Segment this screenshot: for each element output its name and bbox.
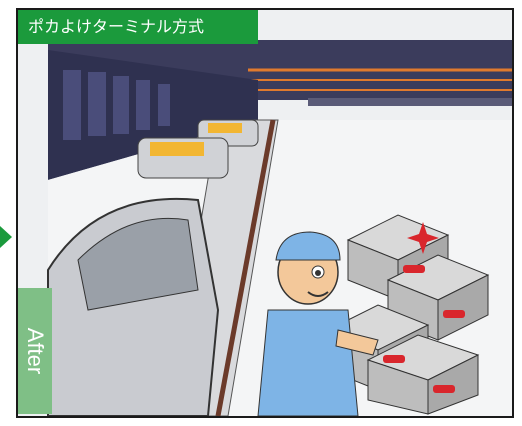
conveyor-rail <box>215 119 276 416</box>
worker-cap <box>275 231 341 261</box>
parts-box <box>366 334 480 415</box>
worker-hand <box>335 329 379 356</box>
worker-uniform <box>257 309 359 416</box>
panel-title: ポカよけターミナル方式 <box>18 10 258 44</box>
car-body-near <box>47 197 220 416</box>
factory-scene-illustration <box>18 10 512 416</box>
indicator-lamps <box>383 265 465 393</box>
after-tab-label: After <box>23 327 48 375</box>
sparkle-icon <box>407 222 439 254</box>
arrow-right-icon <box>0 226 12 248</box>
car-body-mid <box>137 137 229 179</box>
illustration-frame <box>16 8 514 418</box>
ceiling-rail <box>308 98 512 106</box>
wall-panels <box>63 70 170 140</box>
worker-figure <box>257 231 379 416</box>
after-tab: After <box>18 288 52 414</box>
